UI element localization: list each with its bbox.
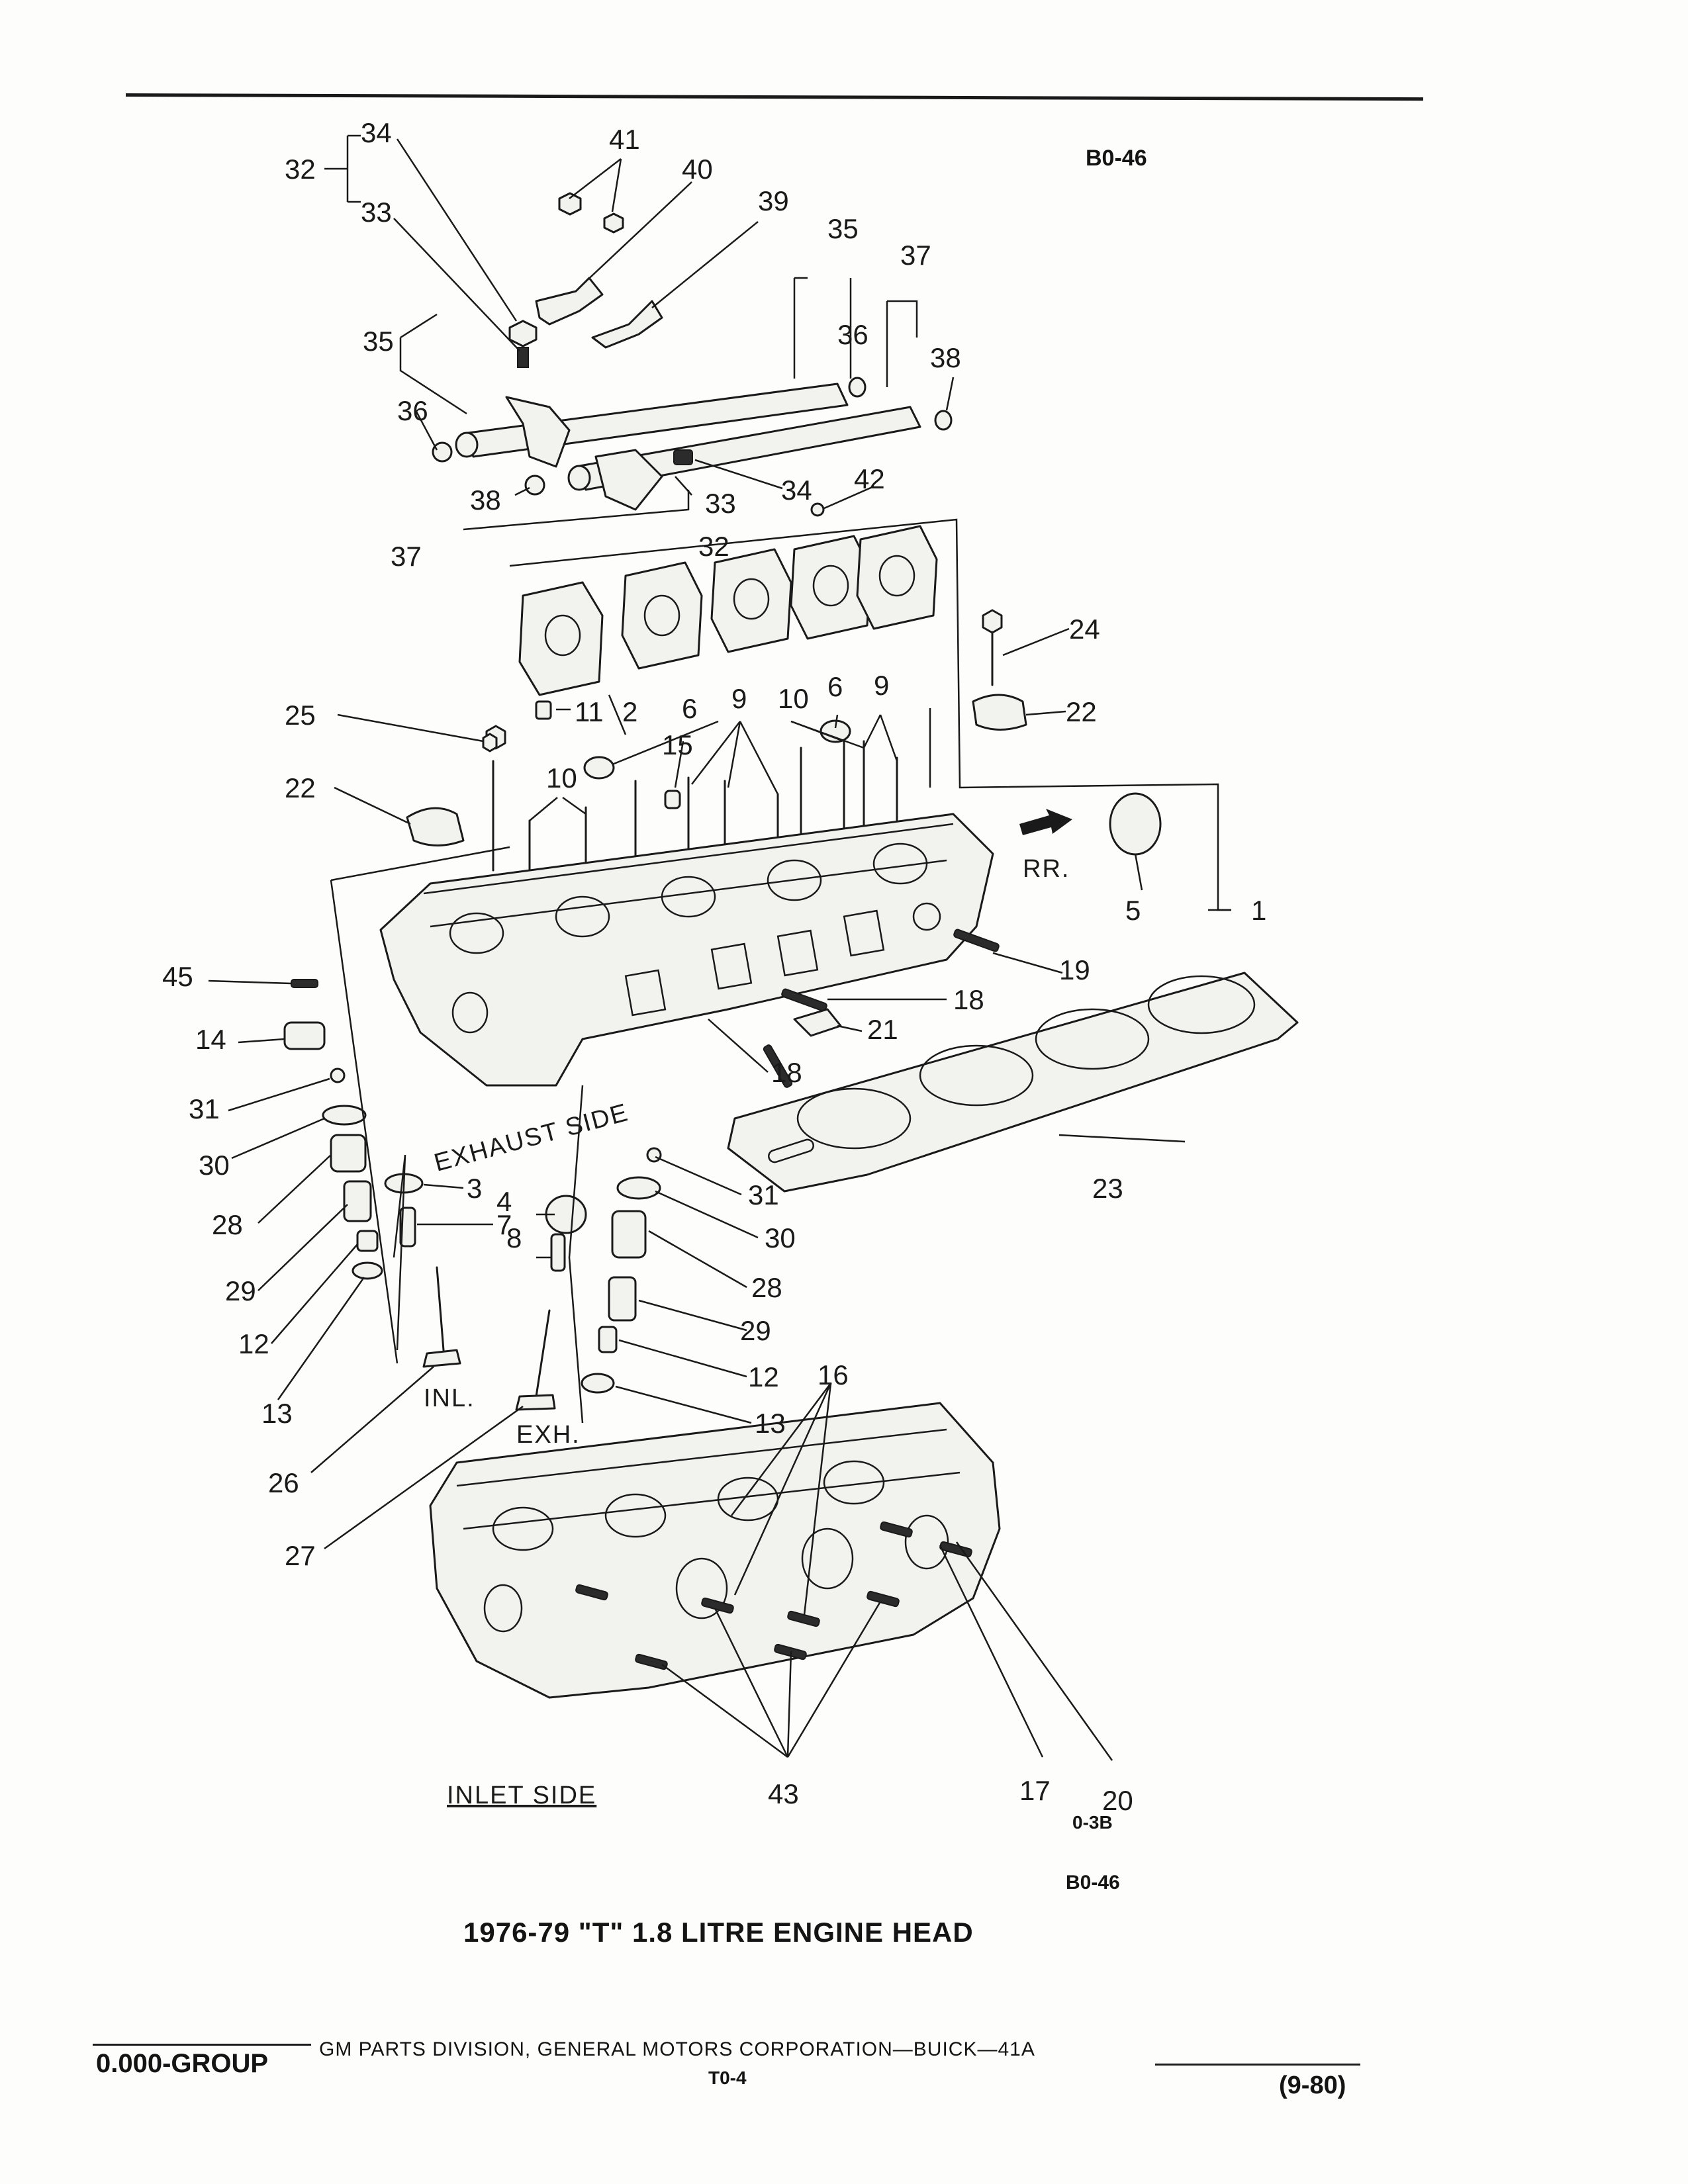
callout-33-mid: 33 bbox=[705, 488, 736, 519]
reference-code-top: B0-46 bbox=[1086, 146, 1147, 171]
callout-4: 4 bbox=[496, 1186, 512, 1217]
callout-32-top: 32 bbox=[285, 154, 316, 185]
cylinder-head-upper bbox=[379, 694, 1162, 1087]
callout-15: 15 bbox=[662, 729, 693, 760]
callout-37-right: 37 bbox=[900, 240, 931, 271]
footer-group: 0.000-GROUP bbox=[96, 2049, 269, 2078]
callout-31-left: 31 bbox=[189, 1093, 220, 1124]
callout-41: 41 bbox=[609, 124, 640, 155]
callout-38-right: 38 bbox=[930, 342, 961, 373]
callout-28-right: 28 bbox=[751, 1272, 782, 1303]
callout-34-top: 34 bbox=[361, 117, 392, 148]
head-gasket bbox=[727, 972, 1299, 1193]
callout-32-mid: 32 bbox=[698, 531, 729, 562]
callout-18-lower: 18 bbox=[771, 1057, 802, 1088]
callout-31-right: 31 bbox=[748, 1179, 779, 1210]
callout-6-right: 6 bbox=[827, 671, 843, 702]
callout-18-upper: 18 bbox=[953, 984, 984, 1015]
callout-29-left: 29 bbox=[225, 1275, 256, 1306]
callout-19: 19 bbox=[1059, 954, 1090, 985]
callout-10-right: 10 bbox=[778, 683, 809, 714]
callout-37-left: 37 bbox=[391, 541, 422, 572]
callout-23: 23 bbox=[1092, 1173, 1123, 1204]
callout-9-right: 9 bbox=[874, 670, 889, 701]
cylinder-head-lower bbox=[429, 1402, 1001, 1699]
footer-rule-right bbox=[1155, 2064, 1360, 2066]
footer-rule-left bbox=[93, 2044, 311, 2046]
callout-6-left: 6 bbox=[682, 693, 697, 724]
callout-17: 17 bbox=[1019, 1775, 1051, 1806]
callout-30-left: 30 bbox=[199, 1150, 230, 1181]
callout-28-left: 28 bbox=[212, 1209, 243, 1240]
callout-leaders bbox=[208, 138, 1231, 1761]
callout-8: 8 bbox=[506, 1222, 522, 1253]
callout-40: 40 bbox=[682, 154, 713, 185]
rocker-shaft-assembly bbox=[432, 192, 953, 517]
callout-36-right: 36 bbox=[837, 319, 868, 350]
callout-16: 16 bbox=[818, 1359, 849, 1390]
exhaust-side-label: EXHAUST SIDE bbox=[431, 1099, 632, 1177]
callout-12-left: 12 bbox=[238, 1328, 269, 1359]
valve-train-inlet-side-parts bbox=[581, 1147, 662, 1394]
callout-10-left: 10 bbox=[546, 762, 577, 794]
callout-11: 11 bbox=[575, 696, 604, 727]
callout-12-right: 12 bbox=[748, 1361, 779, 1392]
diagram-title: 1976-79 "T" 1.8 LITRE ENGINE HEAD bbox=[463, 1917, 974, 1948]
callout-9-left: 9 bbox=[731, 683, 747, 714]
callout-27: 27 bbox=[285, 1540, 316, 1571]
figure-code: 0-3B bbox=[1072, 1812, 1113, 1833]
camshaft-bearing-caps bbox=[518, 525, 938, 696]
callout-38-left: 38 bbox=[470, 484, 501, 516]
callout-24: 24 bbox=[1069, 614, 1100, 645]
callout-34-mid: 34 bbox=[781, 475, 812, 506]
callout-30-right: 30 bbox=[765, 1222, 796, 1253]
callout-20: 20 bbox=[1102, 1785, 1133, 1816]
callout-3: 3 bbox=[467, 1173, 482, 1204]
callout-29-right: 29 bbox=[740, 1315, 771, 1346]
callout-45: 45 bbox=[162, 961, 193, 992]
callout-13-left: 13 bbox=[261, 1398, 293, 1429]
callout-14: 14 bbox=[195, 1024, 226, 1055]
callout-22-left: 22 bbox=[285, 772, 316, 803]
callout-5: 5 bbox=[1125, 895, 1141, 926]
footer-date: (9-80) bbox=[1279, 2071, 1346, 2099]
callout-25: 25 bbox=[285, 700, 316, 731]
inlet-valve-label: INL. bbox=[424, 1385, 475, 1412]
callout-33-top: 33 bbox=[361, 197, 392, 228]
callout-35-right: 35 bbox=[827, 213, 859, 244]
callout-26: 26 bbox=[268, 1467, 299, 1498]
footer-page-number: T0-4 bbox=[708, 2068, 747, 2088]
footer-credit: GM PARTS DIVISION, GENERAL MOTORS CORPOR… bbox=[319, 2038, 1035, 2060]
callout-22-right: 22 bbox=[1066, 696, 1097, 727]
inlet-side-label: INLET SIDE bbox=[447, 1782, 596, 1809]
exhaust-valve-label: EXH. bbox=[516, 1421, 581, 1449]
callout-13-right: 13 bbox=[755, 1408, 786, 1439]
valve-train-exhaust-side-parts bbox=[322, 1068, 587, 1411]
callout-7: 7 bbox=[496, 1209, 512, 1240]
callout-21: 21 bbox=[867, 1014, 898, 1045]
callout-39: 39 bbox=[758, 185, 789, 216]
callout-36-left: 36 bbox=[397, 395, 428, 426]
callout-43: 43 bbox=[768, 1778, 799, 1809]
reference-code-bottom: B0-46 bbox=[1066, 1872, 1120, 1893]
rear-label: RR. bbox=[1023, 855, 1070, 883]
callout-2: 2 bbox=[622, 696, 637, 727]
callout-1: 1 bbox=[1251, 895, 1266, 926]
callout-42: 42 bbox=[854, 463, 885, 494]
callout-35-left: 35 bbox=[363, 326, 394, 357]
